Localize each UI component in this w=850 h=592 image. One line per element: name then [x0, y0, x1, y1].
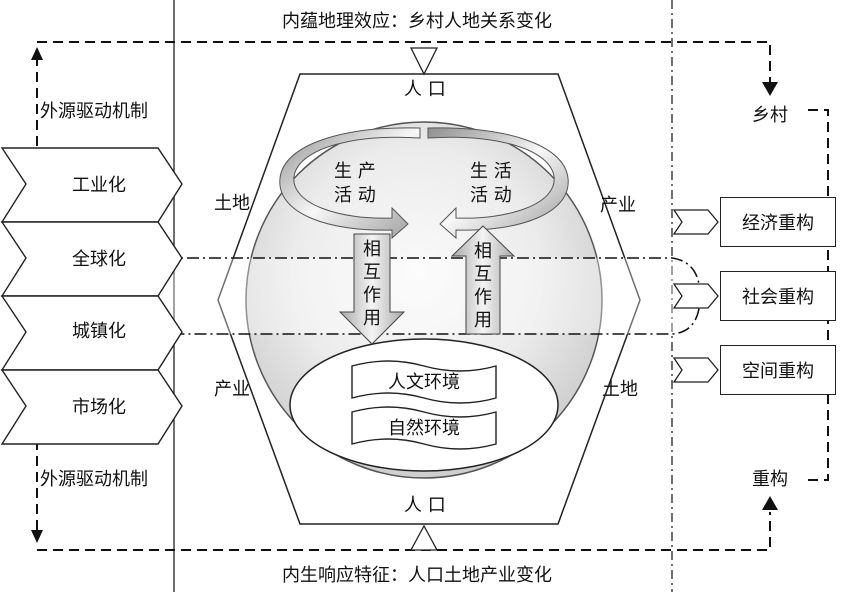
production-activity-line1: 生 产: [334, 161, 376, 182]
bottom-right-arrow: [762, 496, 778, 510]
spatial-restructuring-label: 空间重构: [742, 361, 814, 382]
top-dashed-flow: [37, 41, 771, 86]
left-down-arrow: [31, 530, 43, 543]
driver-globalization: 全球化: [72, 249, 126, 270]
spatial-restructuring-box: 空间重构: [720, 345, 836, 395]
left-mechanism-top-label: 外源驱动机制: [40, 101, 148, 122]
economic-restructuring-label: 经济重构: [742, 213, 814, 234]
bottom-triangle: [409, 524, 439, 551]
natural-environment-banner: [351, 406, 497, 450]
life-activity-line1: 生 活: [470, 161, 512, 182]
natural-environment-label: 自然环境: [388, 418, 460, 439]
human-environment-banner: [351, 360, 497, 404]
left-mechanism-bottom-label: 外源驱动机制: [40, 469, 148, 490]
bottom-title: 内生响应特征：人口土地产业变化: [282, 565, 552, 586]
top-title: 内蕴地理效应：乡村人地关系变化: [282, 11, 552, 32]
land-left-label: 土地: [214, 193, 250, 214]
right-dashed-loop: [808, 109, 829, 481]
human-environment-label: 人文环境: [388, 372, 460, 393]
globalization-band: [139, 257, 701, 335]
interaction-left-label: 相互作用: [363, 239, 381, 329]
production-activity-line2: 活 动: [334, 185, 376, 206]
bottom-dashed-flow: [37, 512, 771, 551]
social-restructuring-box: 社会重构: [720, 271, 836, 321]
life-activity-line2: 活 动: [470, 185, 512, 206]
production-cycle-arrow: [279, 127, 421, 240]
land-right-label: 土地: [602, 379, 638, 400]
restructure-label: 重构: [752, 469, 788, 490]
interaction-down-arrow: [338, 233, 406, 345]
outcome-chevron-economic: [672, 209, 719, 235]
left-up-arrow: [31, 47, 43, 60]
population-top-label: 人 口: [404, 79, 446, 100]
environment-oval: [289, 338, 559, 472]
life-cycle-arrow: [427, 127, 569, 240]
industry-right-label: 产业: [600, 195, 636, 216]
interaction-right-label: 相互作用: [474, 241, 492, 331]
driver-industrialization: 工业化: [72, 175, 126, 196]
interaction-up-arrow: [450, 225, 516, 335]
rural-label: 乡村: [752, 105, 788, 126]
driver-marketization: 市场化: [72, 397, 126, 418]
driver-chevron-marketization: [0, 369, 183, 445]
social-restructuring-label: 社会重构: [742, 287, 814, 308]
driver-urbanization: 城镇化: [72, 321, 126, 342]
outcome-chevron-social: [672, 283, 719, 309]
top-right-arrow: [762, 82, 778, 96]
outcome-chevron-spatial: [672, 357, 719, 383]
industry-left-label: 产业: [214, 379, 250, 400]
population-bottom-label: 人 口: [404, 495, 446, 516]
economic-restructuring-box: 经济重构: [720, 197, 836, 247]
top-triangle: [409, 47, 439, 76]
